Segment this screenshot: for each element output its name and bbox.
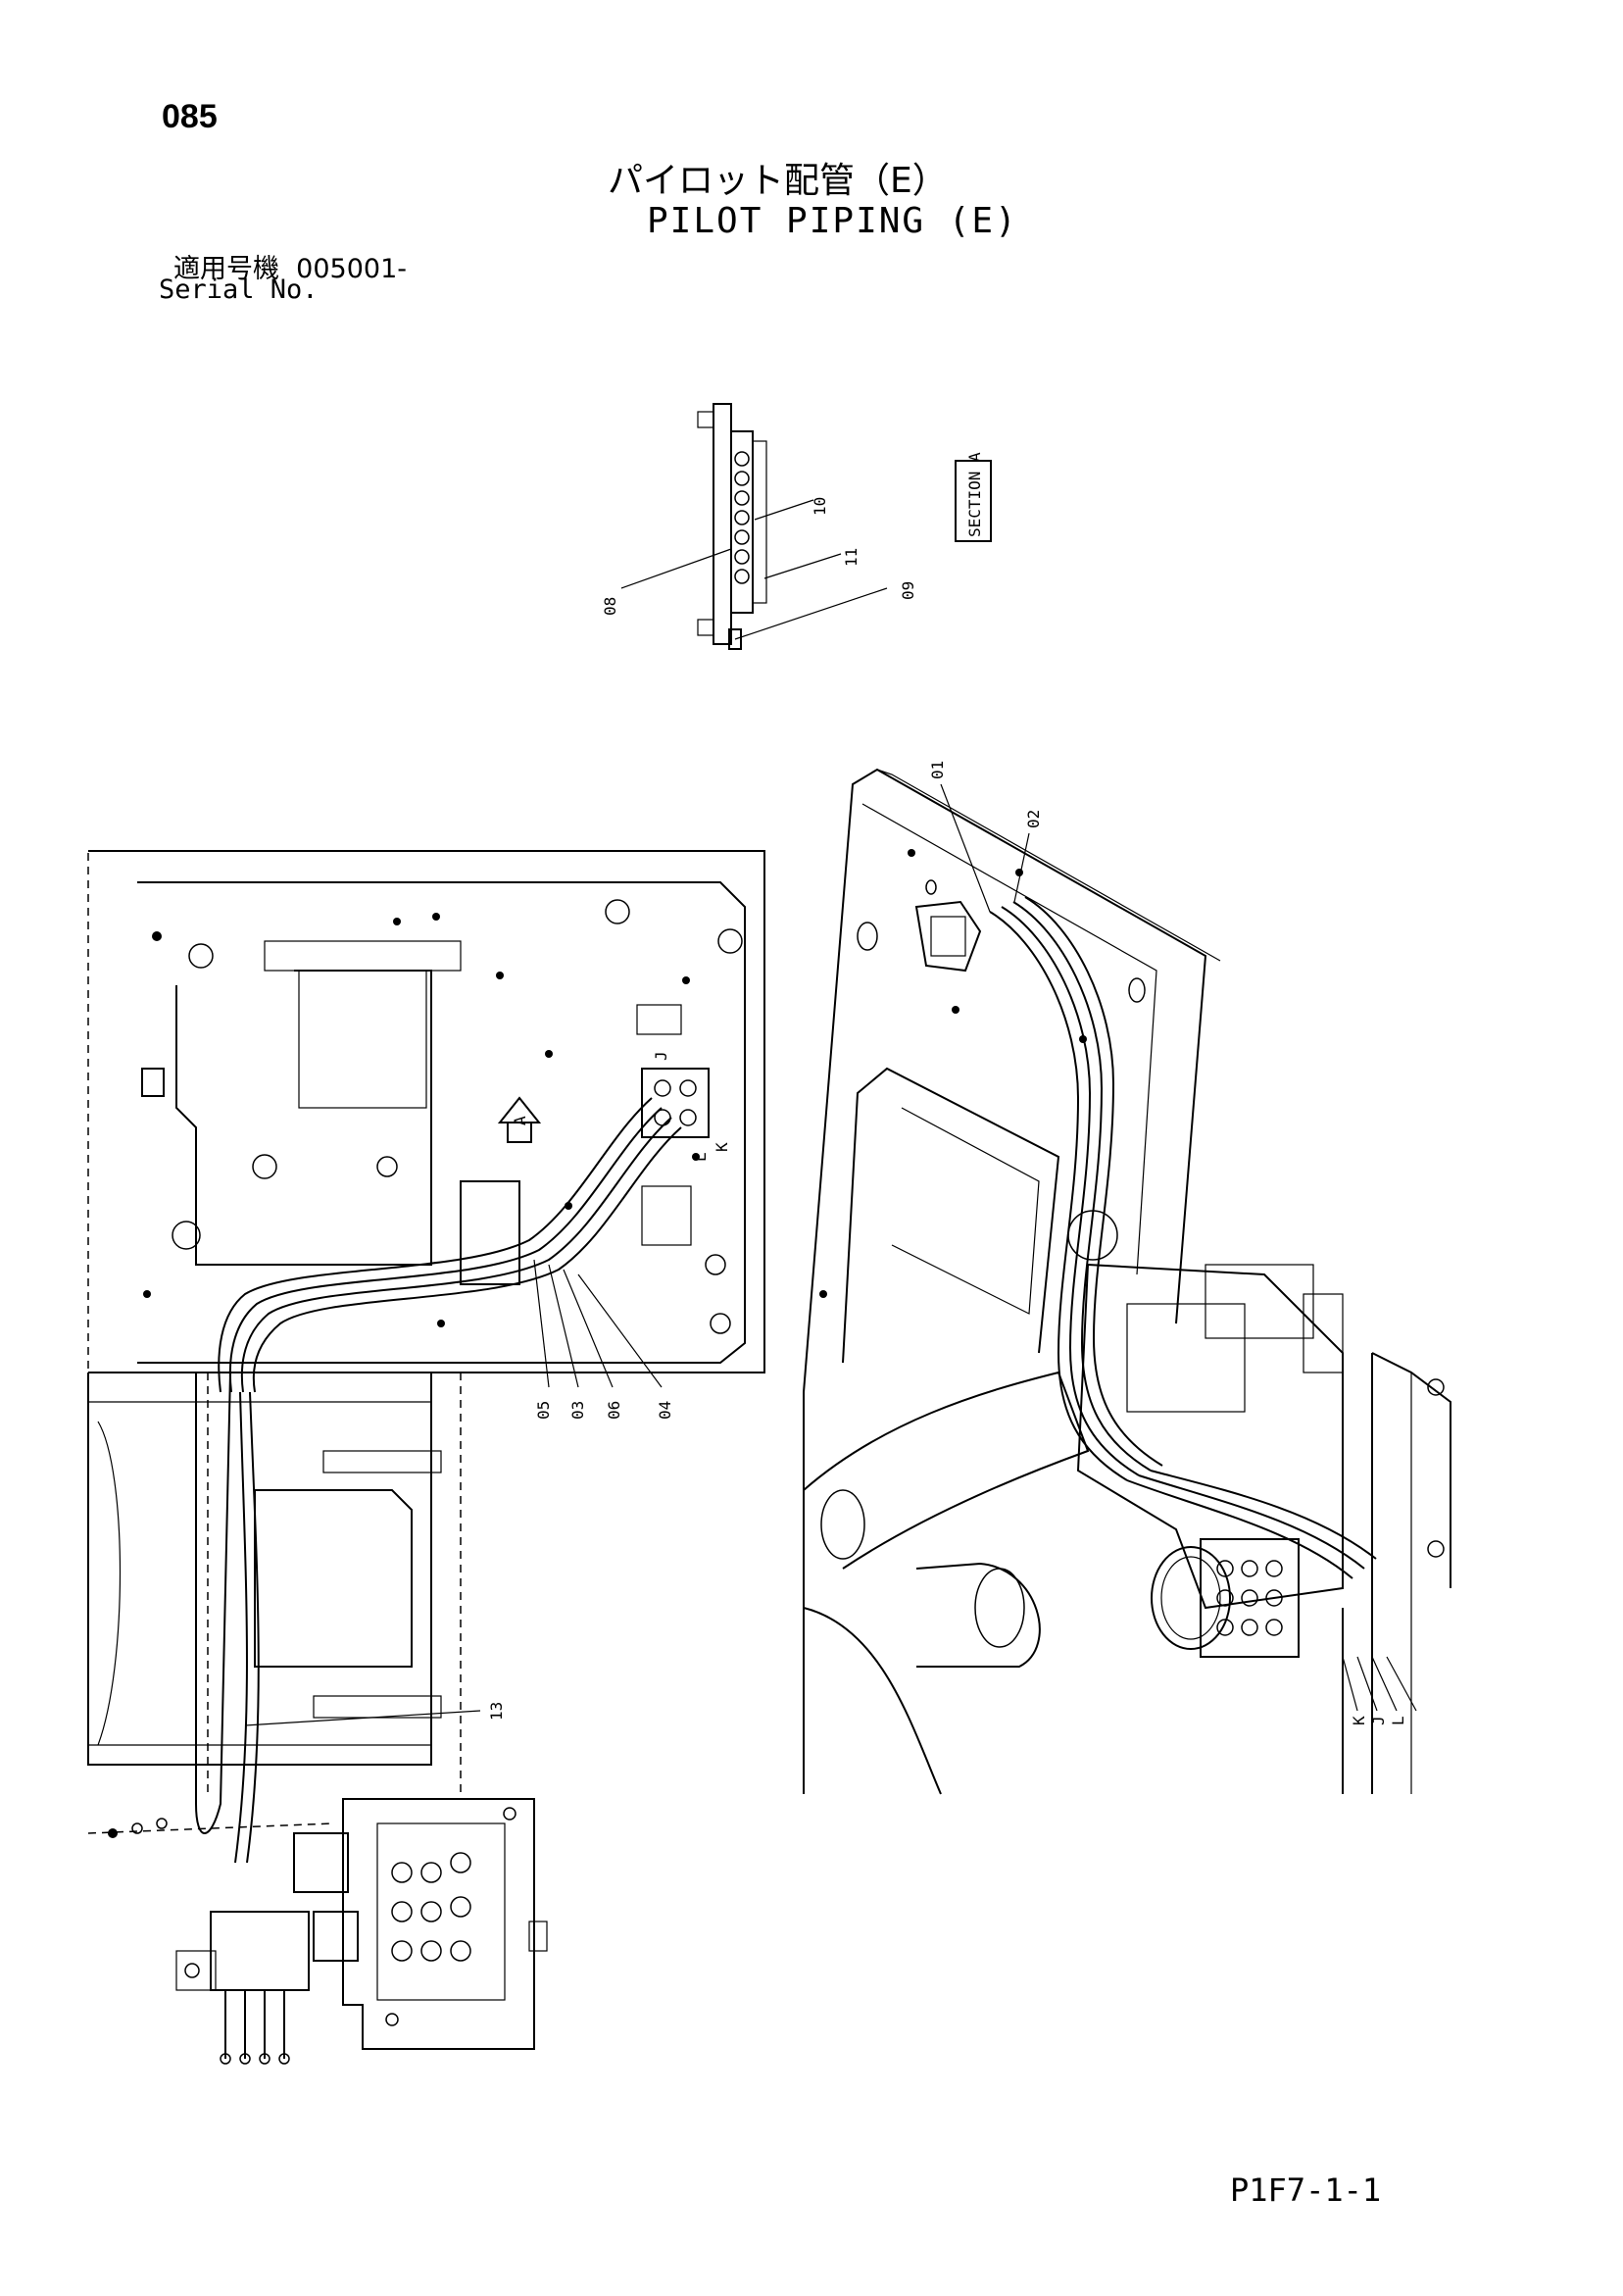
callout-10: 10	[811, 497, 829, 516]
title-japanese: パイロット配管（E）	[608, 161, 948, 201]
isometric-view: 01 02	[803, 761, 1451, 1795]
port-L-plan: L	[691, 1152, 710, 1162]
drawing-code: P1F7-1-1	[1230, 2171, 1382, 2209]
callout-03: 03	[568, 1401, 587, 1420]
port-J-plan: J	[652, 1051, 670, 1061]
callout-02: 02	[1024, 810, 1043, 828]
plan-view: J L K A 05 03 06 04	[87, 850, 765, 1420]
serial-line-japanese: 適用号機 005001-	[173, 247, 407, 285]
pilot-valve	[175, 1798, 548, 2065]
port-K-iso: K	[1350, 1716, 1368, 1725]
callout-06: 06	[605, 1401, 623, 1420]
port-K-plan: K	[713, 1142, 731, 1152]
section-a-box	[955, 460, 992, 542]
view-arrow-letter: A	[511, 1116, 529, 1125]
serial-value: 005001-	[296, 254, 407, 284]
callout-01: 01	[928, 761, 947, 779]
lower-frame: 13	[87, 1372, 506, 1864]
port-L-iso: L	[1389, 1716, 1407, 1725]
section-label: SECTION A	[965, 452, 984, 537]
title-english: PILOT PIPING (E)	[647, 201, 1018, 241]
callout-09: 09	[899, 581, 917, 600]
section-a-detail: 08 10 11 09 SECTION A	[601, 403, 992, 650]
callout-08: 08	[601, 597, 619, 616]
serial-label-jp: 適用号機	[173, 254, 279, 284]
callout-13: 13	[487, 1702, 506, 1721]
port-J-iso: J	[1369, 1716, 1388, 1725]
callout-04: 04	[656, 1401, 674, 1420]
callout-05: 05	[534, 1401, 553, 1420]
page-number: 085	[162, 98, 218, 135]
serial-label-english: Serial No.	[159, 275, 319, 305]
callout-11: 11	[842, 548, 861, 567]
